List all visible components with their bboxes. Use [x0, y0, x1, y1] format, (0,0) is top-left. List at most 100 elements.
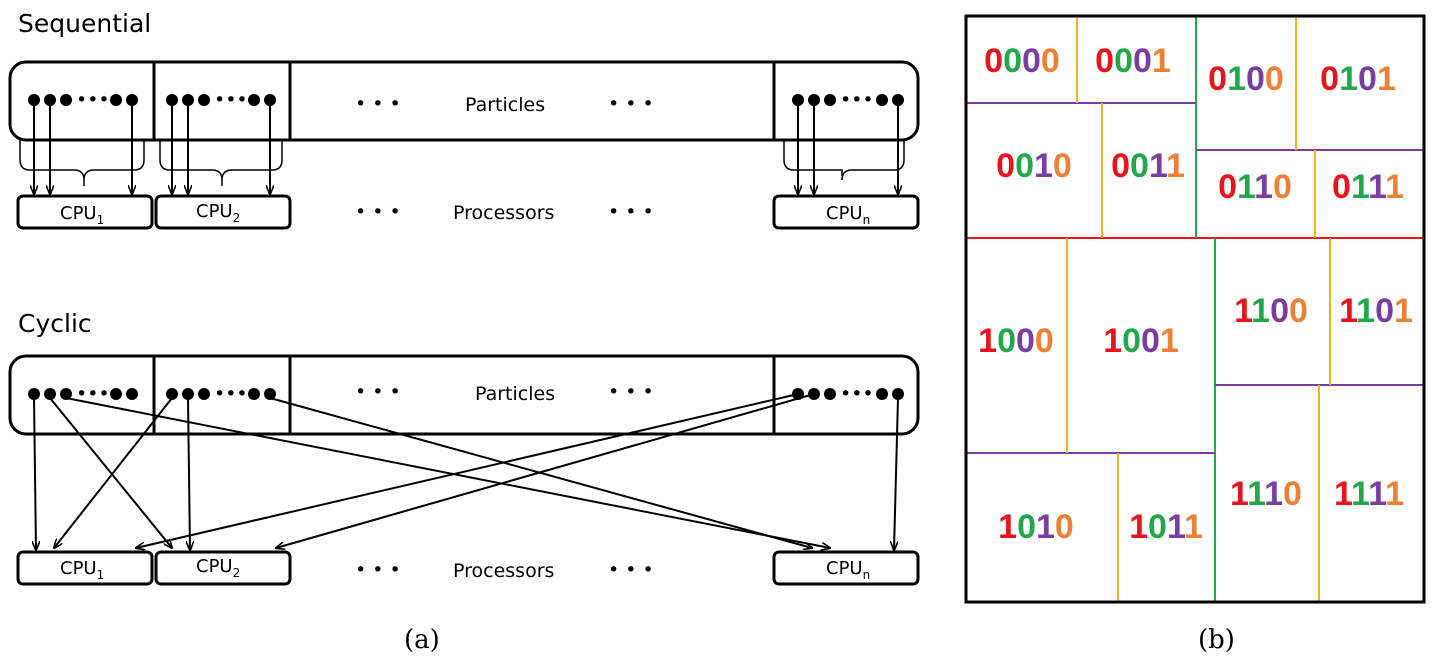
code-bit: 1 — [1368, 168, 1386, 206]
code-bit: 1 — [1237, 168, 1255, 206]
code-bit: 1 — [1368, 475, 1386, 513]
cpu-subscript: 2 — [233, 566, 241, 580]
cyclic-particle-dots-n: ••• — [792, 383, 904, 405]
partition-code: 1110 — [1230, 475, 1302, 513]
code-bit: 0 — [1055, 508, 1074, 546]
sequential-section: Sequential ••• ••• ••• — [8, 9, 920, 230]
partition-code: 1101 — [1339, 292, 1413, 330]
code-bit: 1 — [1036, 508, 1055, 546]
code-bit: 1 — [1339, 292, 1357, 330]
code-bit: 0 — [1270, 292, 1289, 330]
code-bit: 0 — [1017, 508, 1036, 546]
code-bit: 1 — [1160, 322, 1179, 360]
partition-code: 0111 — [1332, 168, 1404, 206]
code-bit: 1 — [1385, 168, 1404, 206]
code-bit: 1 — [1394, 292, 1413, 330]
cpu-prefix: CPU — [60, 203, 97, 224]
code-bit: 1 — [1254, 168, 1273, 206]
cyclic-section: Cyclic ••• ••• ••• • • • Particles • • • — [8, 309, 920, 586]
code-bit: 0 — [984, 42, 1003, 80]
partition-code: 0011 — [1111, 147, 1185, 185]
particles-label: Particles — [475, 383, 555, 405]
partition-code: 0110 — [1218, 168, 1292, 206]
cyclic-cpu-n: CPUn — [772, 550, 920, 586]
caption-b: (b) — [1198, 625, 1235, 655]
code-bit: 0 — [1375, 292, 1394, 330]
code-bit: 0 — [1122, 322, 1141, 360]
cyclic-particles-box — [8, 354, 920, 436]
code-bit: 1 — [1234, 292, 1252, 330]
code-bit: 0 — [1273, 168, 1292, 206]
code-bit: 0 — [1053, 147, 1072, 185]
ellipsis-right: • • • — [608, 201, 654, 223]
svg-text:CPUn: CPUn — [826, 558, 870, 582]
code-bit: 0 — [1283, 475, 1302, 513]
code-bit: 1 — [1103, 322, 1122, 360]
code-bit: 0 — [1016, 322, 1035, 360]
code-bit: 0 — [1332, 168, 1351, 206]
code-bit: 0 — [1035, 322, 1054, 360]
code-bit: 0 — [1265, 60, 1284, 98]
code-bit: 0 — [1358, 60, 1377, 98]
ellipsis-left: • • • — [355, 381, 401, 403]
dots-ellipsis: ••• — [840, 383, 874, 405]
cpu-subscript: 1 — [97, 568, 105, 582]
code-bit: 0 — [1218, 168, 1237, 206]
partition-code: 0010 — [996, 147, 1072, 185]
cyclic-arrows — [34, 393, 899, 550]
partition-code: 0100 — [1208, 60, 1284, 98]
code-bit: 0 — [996, 147, 1015, 185]
cyclic-cpu-2: CPU2 — [154, 550, 292, 586]
sequential-particle-dots-2: ••• — [166, 89, 276, 111]
cpu-prefix: CPU — [196, 201, 233, 222]
code-bit: 0 — [1095, 42, 1114, 80]
code-bit: 1 — [1377, 60, 1396, 98]
code-bit: 0 — [1148, 508, 1167, 546]
code-bit: 0 — [1246, 60, 1265, 98]
code-bit: 1 — [1152, 42, 1171, 80]
domain-frame — [964, 14, 1426, 604]
code-bit: 1 — [1334, 475, 1352, 513]
code-bit: 0 — [1015, 147, 1034, 185]
cyclic-cpu-1: CPU1 — [16, 550, 154, 586]
code-bit: 0 — [1289, 292, 1308, 330]
cyclic-title: Cyclic — [18, 309, 92, 338]
sequential-arrows — [34, 104, 898, 194]
code-bit: 1 — [1034, 147, 1053, 185]
sequential-cpu-2: CPU2 — [154, 194, 292, 230]
code-bit: 1 — [978, 322, 997, 360]
processors-label: Processors — [453, 560, 554, 582]
sequential-particle-dots-1: ••• — [28, 89, 138, 111]
dots-ellipsis: ••• — [214, 383, 248, 405]
cpu-subscript: n — [863, 568, 871, 582]
code-bit: 1 — [998, 508, 1017, 546]
partition-code: 1000 — [978, 322, 1054, 360]
code-bit: 1 — [1227, 60, 1246, 98]
caption-a: (a) — [404, 625, 440, 655]
code-bit: 0 — [1208, 60, 1227, 98]
dots-ellipsis: ••• — [76, 383, 110, 405]
code-bit: 1 — [1166, 147, 1185, 185]
cyclic-particle-dots-1: ••• — [28, 383, 138, 405]
sequential-braces — [19, 140, 905, 186]
sequential-particle-dots-n: ••• — [792, 89, 904, 111]
code-bit: 1 — [1356, 292, 1375, 330]
sequential-cpu-n: CPUn — [772, 194, 920, 230]
code-bit: 0 — [1130, 147, 1149, 185]
svg-text:CPU2: CPU2 — [196, 201, 240, 225]
partition-code: 1111 — [1334, 475, 1404, 513]
partition-code: 1001 — [1103, 322, 1179, 360]
svg-text:CPU2: CPU2 — [196, 556, 240, 580]
dots-ellipsis: ••• — [840, 89, 874, 111]
svg-text:CPUn: CPUn — [826, 203, 870, 227]
cpu-prefix: CPU — [196, 556, 233, 577]
cpu-prefix: CPU — [826, 203, 863, 224]
cpu-subscript: n — [863, 213, 871, 227]
code-bit: 0 — [1111, 147, 1130, 185]
cpu-prefix: CPU — [826, 558, 863, 579]
ellipsis-left: • • • — [355, 559, 401, 581]
partition-code: 0101 — [1320, 60, 1396, 98]
code-bit: 0 — [1022, 42, 1041, 80]
